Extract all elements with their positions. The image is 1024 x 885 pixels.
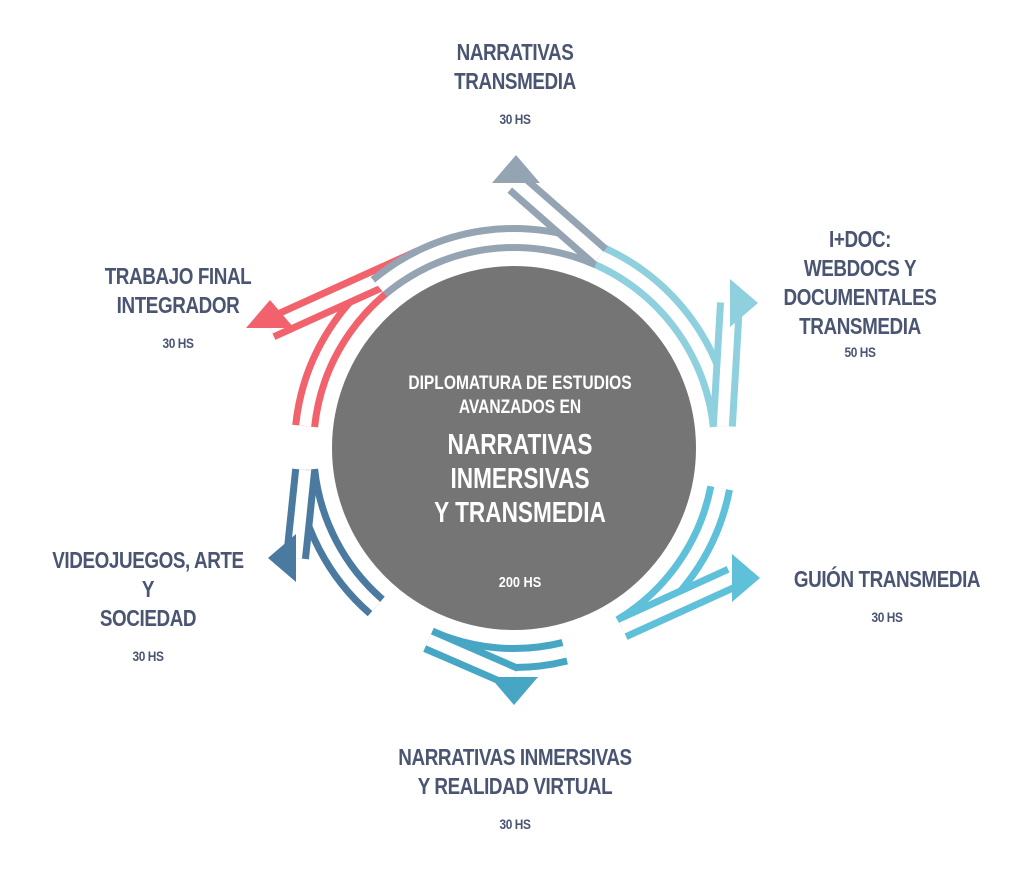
arrow-shaft-inner [512, 178, 604, 261]
arrow-head [730, 279, 758, 327]
arrow-head [492, 155, 540, 183]
arrow-shaft-inner [716, 302, 736, 427]
module-title: I+DOC: WEBDOCS Y DOCUMENTALES TRANSMEDIA [783, 226, 937, 339]
arrow-guion-transmedia [615, 485, 760, 640]
arrow-head [268, 534, 296, 582]
center-pre-title: DIPLOMATURA DE ESTUDIOS AVANZADOS EN [408, 373, 632, 418]
module-hours: 30 HS [871, 609, 903, 625]
arrow-narrativas-inmersivas-rv [423, 627, 568, 705]
module-narrativas-inmersivas-rv: NARRATIVAS INMERSIVAS Y REALIDAD VIRTUAL… [370, 743, 660, 833]
center-circle [326, 260, 702, 636]
module-hours: 50 HS [844, 344, 876, 360]
arrow-head [246, 300, 294, 328]
module-trabajo-final-integrador: TRABAJO FINAL INTEGRADOR 30 HS [68, 262, 288, 352]
module-title: NARRATIVAS INMERSIVAS Y REALIDAD VIRTUAL [398, 744, 632, 799]
arrow-idoc-webdocs [584, 239, 758, 428]
module-videojuegos-arte-sociedad: VIDEOJUEGOS, ARTE Y SOCIEDAD 30 HS [30, 546, 266, 665]
arrow-videojuegos [268, 468, 385, 617]
module-hours: 30 HS [132, 648, 164, 664]
module-hours: 30 HS [162, 335, 194, 351]
arrow-shaft-inner [290, 469, 312, 559]
module-hours: 30 HS [499, 111, 531, 127]
module-hours: 30 HS [499, 816, 531, 832]
module-title: VIDEOJUEGOS, ARTE Y SOCIEDAD [52, 547, 244, 631]
center-total-hours: 200 HS [498, 574, 542, 591]
arrow-shaft-inner [426, 634, 517, 683]
module-title: NARRATIVAS TRANSMEDIA [454, 39, 576, 94]
module-title: GUIÓN TRANSMEDIA [793, 566, 981, 592]
arrow-head [490, 677, 538, 705]
center-main-title: NARRATIVAS INMERSIVAS Y TRANSMEDIA [434, 429, 606, 529]
arrow-shaft-inner [619, 572, 735, 634]
center-label: DIPLOMATURA DE ESTUDIOS AVANZADOS EN NAR… [340, 372, 700, 591]
module-title: TRABAJO FINAL INTEGRADOR [104, 263, 252, 318]
module-narrativas-transmedia: NARRATIVAS TRANSMEDIA 30 HS [390, 38, 640, 128]
arrow-narrativas-transmedia [370, 155, 608, 298]
module-guion-transmedia: GUIÓN TRANSMEDIA 30 HS [770, 565, 1004, 626]
arrow-head [732, 554, 760, 602]
module-idoc-webdocs: I+DOC: WEBDOCS Y DOCUMENTALES TRANSMEDIA… [760, 225, 960, 361]
